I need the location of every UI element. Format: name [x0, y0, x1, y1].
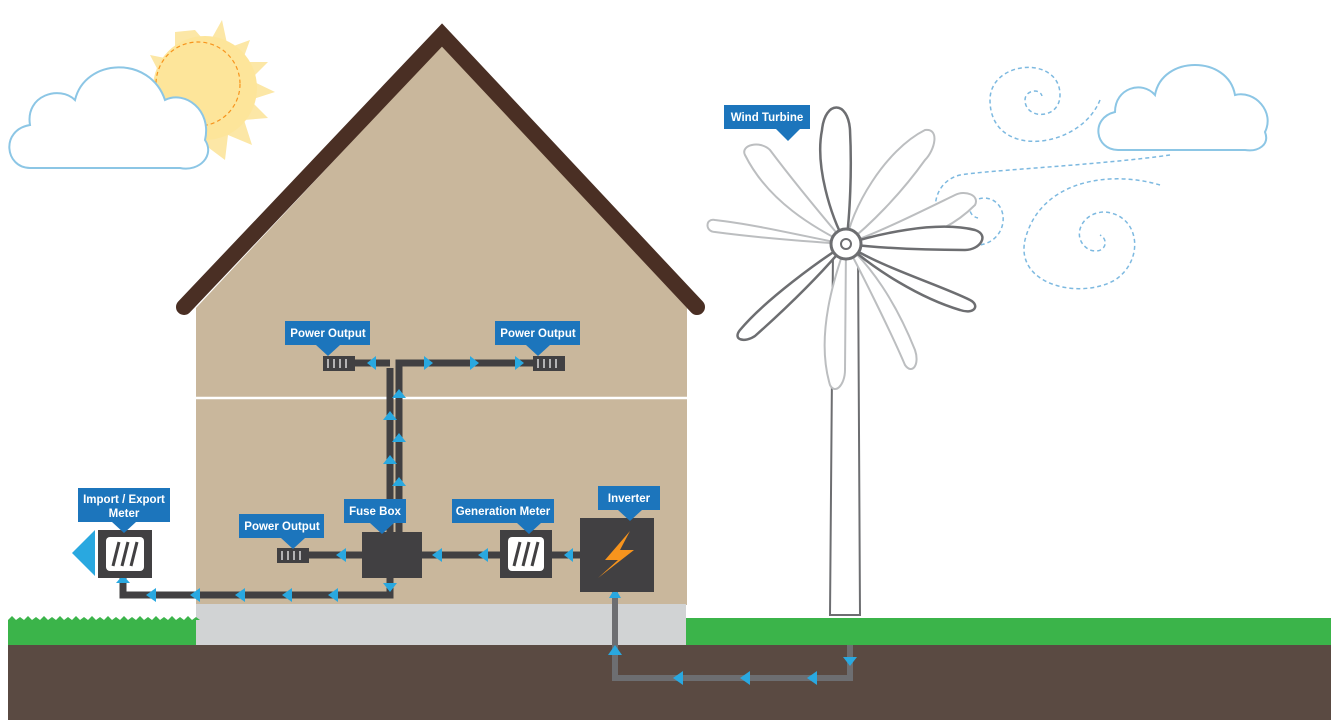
label-wind-turbine: Wind Turbine — [724, 105, 810, 141]
label-inverter: Inverter — [598, 486, 660, 521]
generation-meter-icon — [500, 530, 552, 578]
label-wind-turbine-text: Wind Turbine — [731, 112, 804, 124]
house-wall — [196, 45, 687, 605]
label-power-output-lower-text: Power Output — [244, 521, 320, 533]
label-power-output-lower: Power Output — [239, 514, 324, 549]
label-inverter-text: Inverter — [608, 493, 651, 505]
socket-icon — [323, 356, 355, 371]
cloud-icon — [8, 66, 210, 170]
label-import-export-line1: Import / Export — [83, 494, 165, 506]
flow-arrows — [116, 356, 857, 685]
socket-icon — [277, 548, 309, 563]
socket-icon — [533, 356, 565, 371]
foundation — [196, 604, 686, 646]
grid-export-arrow — [72, 530, 95, 576]
cloud-icon — [1097, 64, 1269, 152]
label-power-output-right: Power Output — [495, 321, 580, 356]
inverter-icon — [580, 518, 654, 592]
import-export-meter-icon — [98, 530, 152, 578]
soil — [8, 645, 1331, 720]
label-import-export-meter: Import / Export Meter — [78, 488, 170, 533]
lightning-bolt-icon — [598, 531, 634, 578]
label-power-output-left: Power Output — [285, 321, 370, 356]
grass-right — [686, 618, 1331, 645]
wind-turbine — [706, 106, 984, 616]
label-generation-meter-text: Generation Meter — [456, 506, 551, 518]
label-power-output-left-text: Power Output — [290, 328, 366, 340]
grass-left — [8, 620, 196, 645]
label-generation-meter: Generation Meter — [452, 499, 554, 534]
label-fuse-box: Fuse Box — [344, 499, 406, 534]
roof — [176, 23, 705, 315]
label-import-export-line2: Meter — [109, 508, 140, 520]
fuse-box-icon — [362, 532, 422, 578]
label-power-output-right-text: Power Output — [500, 328, 576, 340]
label-fuse-box-text: Fuse Box — [349, 506, 401, 518]
grass-tufts — [8, 616, 200, 620]
